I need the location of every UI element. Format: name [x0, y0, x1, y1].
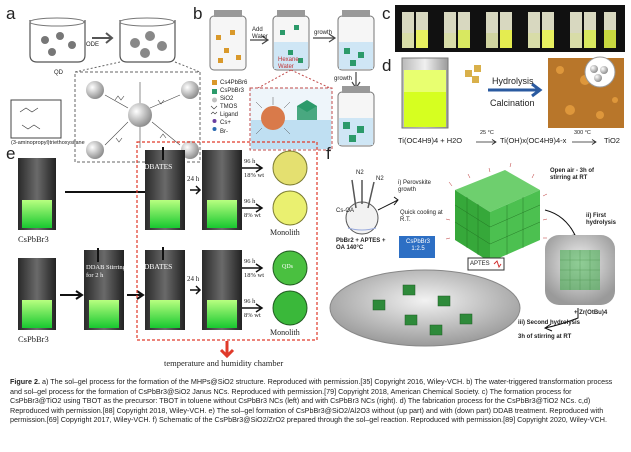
d-eq-temp2: 300 °C	[574, 130, 591, 136]
panel-b	[209, 10, 375, 151]
panel-e	[18, 141, 318, 359]
e-qds-label: QDs	[282, 264, 294, 270]
e-chamber: temperature and humidity chamber	[164, 358, 284, 368]
f-second-hydrolysis: iii) Second hydrolysis	[518, 320, 581, 326]
d-eq-arrows	[476, 139, 597, 145]
crystal-cube	[445, 162, 548, 262]
panel-label-a: a	[6, 4, 16, 23]
e-8wt-1: 8% wt	[244, 212, 261, 219]
f-first-hydrolysis: ii) First hydrolysis	[586, 213, 617, 226]
f-cs-oa: Cs-OA	[336, 208, 354, 214]
d-eq-left: Ti(OC4H9)4 + H2O	[398, 136, 463, 145]
e-dbates-bot: DBATES	[144, 262, 173, 271]
b-legend-item: Ligand	[220, 112, 239, 119]
e-18wt-1: 18% wt	[244, 172, 265, 179]
a-ode: ODE	[86, 42, 100, 48]
caption-text: a) The sol–gel process for the formation…	[10, 377, 613, 425]
d-eq-mid: Ti(OH)x(OC4H9)4-x	[500, 136, 567, 145]
e-dbates-top: DBATES	[144, 162, 173, 171]
f-perovskite: i) Perovskite growth	[398, 180, 432, 193]
b-legend-item: Cs+	[220, 120, 231, 127]
f-precursor: PbBr2 + APTES + OA 140°C	[336, 238, 386, 251]
e-96h-1: 96 h	[244, 158, 256, 165]
panel-d	[401, 56, 624, 129]
b-growth-2: growth	[334, 76, 353, 82]
figure-svg	[10, 5, 625, 359]
e-18wt-2: 18% wt	[244, 272, 265, 279]
panel-label-b: b	[193, 4, 203, 23]
b-legend-item: CsPbBr3	[220, 88, 245, 95]
b-legend-item: TMOS	[220, 104, 238, 111]
f-n2-b: N2	[376, 176, 384, 182]
d-calcination: Calcination	[490, 98, 535, 108]
panel-label-f: f	[326, 144, 331, 163]
d-eq-temp1: 25 °C	[480, 130, 494, 136]
e-96h-2: 96 h	[244, 198, 256, 205]
b-water: Water	[278, 64, 294, 70]
b-hexane: Hexane	[278, 57, 299, 63]
e-monolith-top: Monolith	[270, 228, 300, 237]
panel-c	[395, 5, 625, 52]
e-cspbbr3-top: CsPbBr3	[18, 234, 49, 244]
d-eq-right: TiO2	[604, 136, 620, 145]
e-monolith-bot: Monolith	[270, 328, 300, 337]
b-legend-item: Br-	[220, 128, 228, 135]
panel-f	[329, 162, 615, 347]
e-24h-top: 24 h	[187, 175, 200, 183]
e-ddab: DDAB Stirring for 2 h	[86, 264, 126, 279]
d-hydrolysis: Hydrolysis	[492, 76, 534, 86]
f-open-air: Open air - 3h of stirring at RT	[550, 168, 595, 181]
b-legend-item: Cs4PbBr6	[220, 80, 248, 86]
b-legend-item: SiO2	[220, 96, 234, 103]
b-add-water: Add Water	[252, 27, 268, 40]
panel-label-c: c	[382, 4, 391, 23]
e-8wt-2: 8% wt	[244, 312, 261, 319]
figure: a b c d e f ODE QD (3-aminopropyl)trieth…	[6, 4, 625, 368]
f-stir-3h: 3h of stirring at RT	[518, 334, 572, 340]
f-quick-cooling: Quick cooling at R.T.	[400, 210, 443, 223]
e-cspbbr3-bot: CsPbBr3	[18, 334, 49, 344]
figure-caption: Figure 2. a) The sol–gel process for the…	[10, 377, 624, 425]
panel-label-d: d	[382, 56, 392, 75]
a-qd: QD	[54, 70, 63, 76]
b-growth-1: growth	[314, 30, 333, 36]
caption-label: Figure 2.	[10, 377, 40, 386]
e-96h-3: 96 h	[244, 258, 256, 265]
f-zr: + Zr(OtBu)4	[574, 310, 608, 316]
f-aptes: APTES	[470, 261, 490, 267]
e-96h-4: 96 h	[244, 298, 256, 305]
panel-label-e: e	[6, 144, 16, 163]
a-aptes: (3-aminopropyl)triethoxysilane	[11, 140, 85, 146]
e-24h-bot: 24 h	[187, 275, 200, 283]
f-n2-a: N2	[356, 170, 364, 176]
b-legend: Cs4PbBr6 CsPbBr3 SiO2 TMOS Ligand Cs+ Br…	[220, 79, 247, 136]
f-box-label: CsPbBr3 1:2.5	[405, 239, 430, 252]
